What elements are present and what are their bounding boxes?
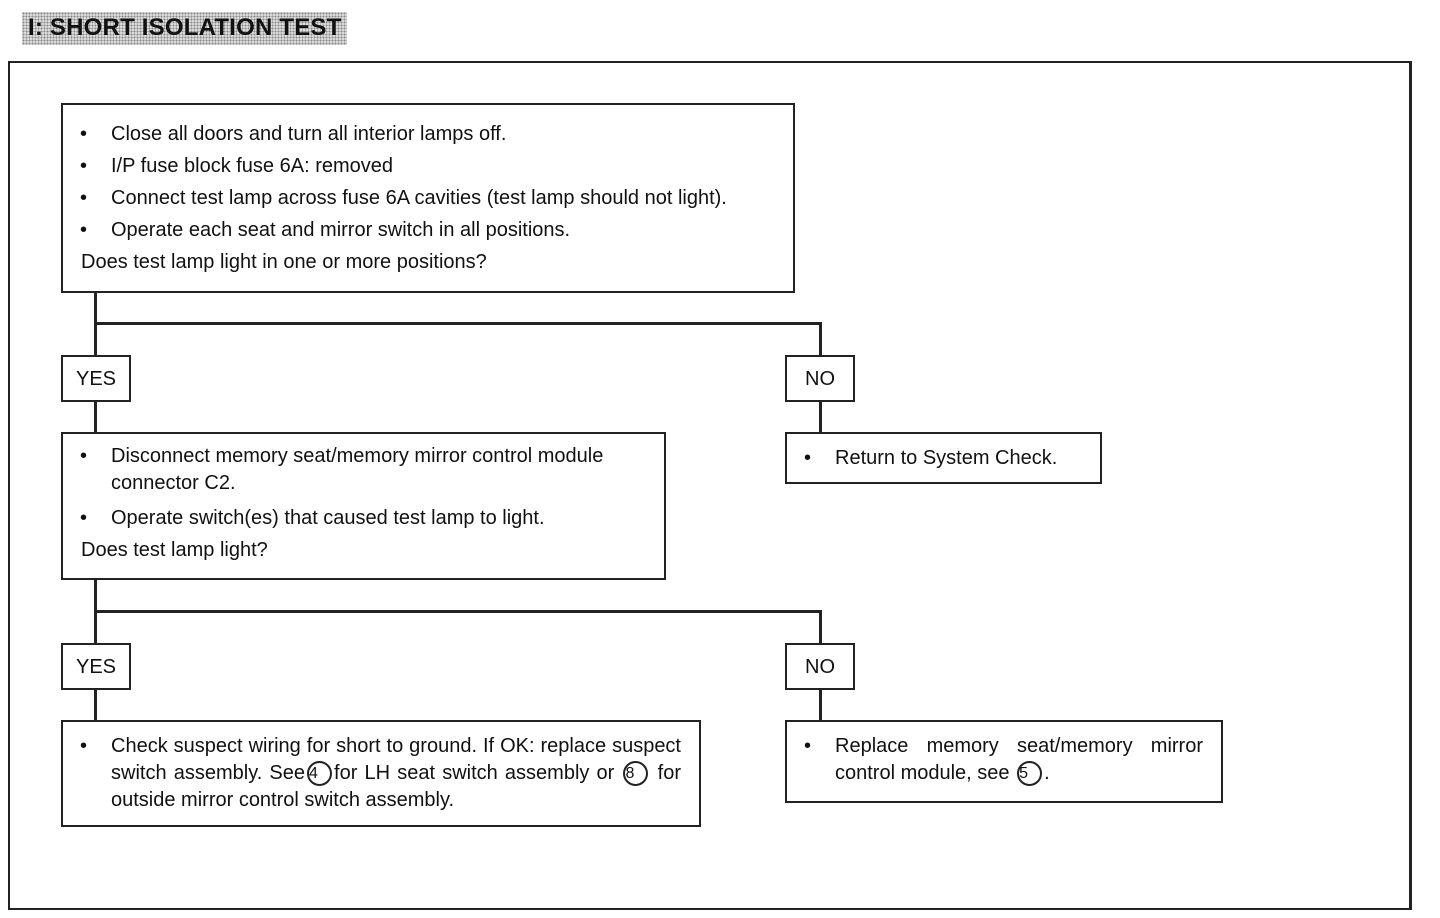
- no-label: NO: [785, 643, 855, 690]
- yes-result-box: Check suspect wiring for short to ground…: [61, 720, 701, 827]
- reference-4-icon: 4: [307, 761, 333, 787]
- step1-bullet: Operate each seat and mirror switch in a…: [63, 214, 793, 246]
- flowchart-frame: [8, 61, 1412, 910]
- return-list: Return to System Check.: [787, 442, 1100, 474]
- yes-result-text: for outside mirror control switch assemb…: [111, 762, 681, 811]
- yes-result-bullet: Check suspect wiring for short to ground…: [63, 733, 681, 814]
- step1-bullet: Connect test lamp across fuse 6A cavitie…: [63, 182, 793, 214]
- yes-label: YES: [61, 355, 131, 402]
- connector-line: [819, 322, 822, 356]
- yes-result-list: Check suspect wiring for short to ground…: [63, 733, 681, 814]
- step1-question: Does test lamp light in one or more posi…: [81, 251, 487, 273]
- step1-bullet: Close all doors and turn all interior la…: [63, 118, 793, 150]
- page-title: I: SHORT ISOLATION TEST: [22, 12, 348, 45]
- reference-5-icon: 5: [1017, 761, 1043, 787]
- connector-line: [819, 610, 822, 645]
- no-result-list: Replace memory seat/memory mirror contro…: [787, 733, 1203, 787]
- step1-bullet: I/P fuse block fuse 6A: removed: [63, 150, 793, 182]
- return-box: Return to System Check.: [785, 432, 1102, 484]
- no-result-text: Replace memory seat/memory mirror contro…: [835, 735, 1203, 784]
- no-label: NO: [785, 355, 855, 402]
- yes-label: YES: [61, 643, 131, 690]
- step1-list: Close all doors and turn all interior la…: [63, 118, 793, 246]
- yes-result-text: Check suspect wiring for short to ground…: [111, 735, 681, 784]
- connector-line: [819, 688, 822, 722]
- reference-8-icon: 8: [623, 761, 649, 787]
- step2-bullet: Disconnect memory seat/memory mirror con…: [63, 443, 664, 497]
- step2-question: Does test lamp light?: [81, 539, 268, 561]
- connector-line: [819, 400, 822, 434]
- connector-line: [94, 610, 822, 613]
- connector-line: [94, 400, 97, 434]
- step2-bullet: Operate switch(es) that caused test lamp…: [63, 502, 664, 534]
- connector-line: [94, 322, 822, 325]
- step2-list: Disconnect memory seat/memory mirror con…: [63, 443, 664, 534]
- return-bullet: Return to System Check.: [787, 442, 1100, 474]
- step2-box: Disconnect memory seat/memory mirror con…: [61, 432, 666, 580]
- no-result-box: Replace memory seat/memory mirror contro…: [785, 720, 1223, 803]
- connector-line: [94, 688, 97, 722]
- no-result-bullet: Replace memory seat/memory mirror contro…: [787, 733, 1203, 787]
- step1-box: Close all doors and turn all interior la…: [61, 103, 795, 293]
- yes-result-text: for LH seat switch assembly or: [334, 762, 615, 784]
- no-result-text: .: [1044, 762, 1050, 784]
